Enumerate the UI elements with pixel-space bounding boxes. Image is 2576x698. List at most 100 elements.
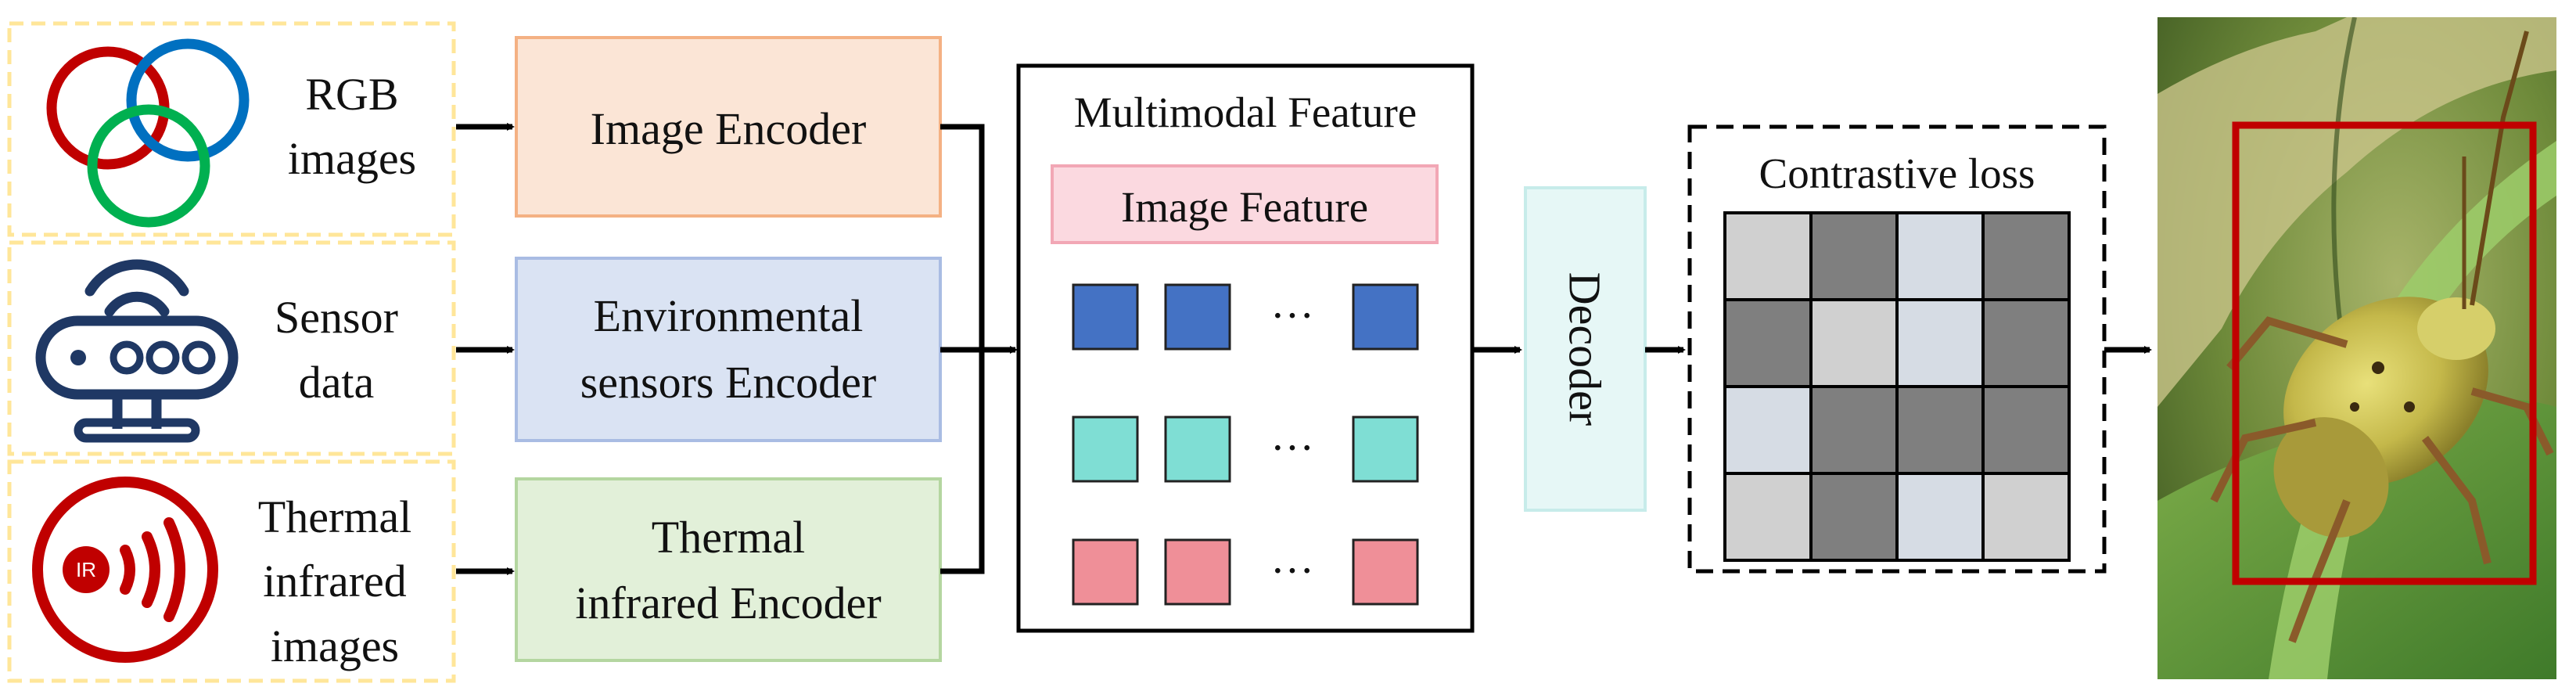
contrastive-cell [1981,298,2071,388]
contrastive-cell [1723,211,1813,301]
insect [2210,31,2554,643]
thermal-encoder-box [515,477,942,662]
environmental-encoder: Environmental sensors Encoder [515,257,942,442]
contrastive-cell [1723,472,1813,562]
contrastive-cell [1895,211,1985,301]
sensor-dot [70,350,86,365]
ir-wave-2 [142,531,160,608]
environmental-encoder-line2: sensors Encoder [580,357,877,408]
image-feature-label: Image Feature [1121,183,1368,231]
multimodal-feature-block: Multimodal Feature Image Feature ·······… [1016,63,1475,633]
feature-token-rows: ··· ··· ··· [1072,283,1419,606]
input-panel-thermal-border [7,459,456,683]
feature-token [1072,538,1139,606]
feature-token [1164,283,1231,351]
contrastive-cell [1895,385,1985,475]
sensor-led-2 [146,340,180,375]
insect-abdomen [2273,417,2389,538]
ir-badge [63,546,110,593]
encoder-merge-connector [940,124,1018,574]
feature-token [1164,538,1231,606]
thermal-encoder: Thermal infrared Encoder [515,477,942,662]
insect-head [2417,297,2495,360]
insect-leg-1 [2226,316,2348,371]
contrastive-cell [1809,472,1899,562]
contrastive-cell [1809,385,1899,475]
ir-wave-3 [163,517,185,622]
input-panel-rgb: RGB images [7,21,456,237]
image-feature-box [1051,164,1439,244]
image-encoder-box [515,36,942,218]
insect-spot-3 [2350,402,2359,412]
feature-ellipsis: ··· [1270,547,1314,595]
input-panel-sensor-border [7,240,456,456]
thermal-encoder-line1: Thermal [652,512,805,563]
feature-token [1352,538,1419,606]
feature-ellipsis: ··· [1270,292,1314,340]
insect-spot-2 [2404,401,2415,412]
sensor-body [35,315,239,400]
contrastive-cell [1895,298,1985,388]
infrared-icon: IR [32,477,218,663]
contrastive-cell [1723,298,1813,388]
ir-badge-text: IR [76,558,96,581]
contrastive-cell [1895,472,1985,562]
contrastive-cell [1809,211,1899,301]
decoder-box [1524,186,1647,512]
feature-token [1072,416,1139,483]
contrastive-grid [1723,211,2071,562]
image-encoder-label: Image Encoder [591,103,867,154]
insect-spot-1 [2372,362,2384,374]
photo-leaf [2157,399,2556,679]
input-panel-sensor: Sensor data [7,240,456,456]
insect-leg-2 [2210,419,2317,503]
rgb-blue-circle [126,38,250,162]
rgb-label-line2: images [288,133,416,184]
insect-on-leaf-photo [2157,17,2556,679]
contrastive-cell [1723,385,1813,475]
signal-wave-outer [84,259,189,297]
sensor-led-1 [110,340,144,375]
decoder-block: Decoder [1524,186,1647,512]
feature-token [1072,283,1139,351]
rgb-label-line1: RGB [305,69,398,120]
rgb-green-circle [87,104,210,228]
sensor-base [74,418,200,443]
image-encoder: Image Encoder [515,36,942,218]
contrastive-cell [1981,211,2071,301]
feature-token [1164,416,1231,483]
input-panel-thermal: IR Thermal infrared images [7,459,456,683]
contrastive-loss-box [1687,124,2107,574]
insect-leg-4 [2422,436,2492,565]
thermal-label-line2: infrared [263,556,407,606]
rgb-circles-icon [46,38,250,228]
photo-bright-area [2157,17,2556,407]
feature-ellipsis: ··· [1270,424,1314,473]
signal-wave-inner [104,291,170,317]
sensor-label-line1: Sensor [275,292,398,343]
feature-token [1352,283,1419,351]
contrastive-loss-block: Contrastive loss [1687,124,2107,574]
decoder-label: Decoder [1560,272,1611,426]
multimodal-feature-title: Multimodal Feature [1074,88,1417,136]
contrastive-cell [1981,472,2071,562]
contrastive-cell [1981,385,2071,475]
insect-antenna-1 [2470,31,2529,306]
sensor-led-3 [181,340,216,375]
sensor-label-line2: data [299,357,375,408]
detection-bounding-box [2232,121,2537,585]
ir-wave-1 [120,545,135,595]
wireless-sensor-icon [35,259,239,443]
environmental-encoder-line1: Environmental [594,290,864,341]
photo-stem [2269,141,2556,679]
thermal-encoder-line2: infrared Encoder [575,577,881,628]
thermal-label-line3: images [271,621,399,671]
contrastive-cell [1809,298,1899,388]
contrastive-loss-title: Contrastive loss [1759,149,2035,197]
feature-token [1352,416,1419,483]
environmental-encoder-box [515,257,942,442]
input-panel-rgb-border [7,21,456,237]
thermal-label-line1: Thermal [258,491,411,542]
